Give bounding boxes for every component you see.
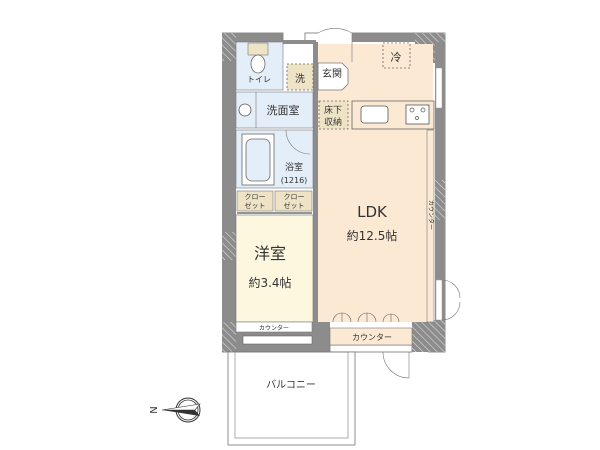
kitchen-counter (351, 100, 435, 130)
compass-north-label: N (149, 406, 160, 413)
toilet-label: トイレ (247, 75, 271, 84)
ldk-right-counter: カウンター (426, 129, 435, 323)
bathroom-label: 浴室 (285, 161, 303, 173)
fridge-label: 冷 (391, 51, 402, 64)
wash-basin-icon (238, 103, 252, 117)
ldk-bottom-counter: カウンター (329, 279, 461, 379)
bathtub-icon (245, 138, 271, 182)
bathroom-size: (1216) (281, 176, 308, 185)
western-room-label: 洋室 (254, 244, 286, 263)
closet-2-label-b: ゼット (284, 201, 305, 210)
washroom-label: 洗面室 (267, 103, 300, 117)
room-western: 洋室 約3.4帖 カウンター (235, 214, 314, 333)
bottom-counter-label: カウンター (352, 333, 392, 342)
washer-label: 洗 (295, 73, 305, 85)
sink-icon (360, 105, 389, 124)
closet-1-label-a: クロー (245, 193, 266, 201)
entrance-label: 玄関 (322, 67, 342, 80)
ldk-label: LDK (357, 203, 388, 221)
underfloor-storage: 床下 収納 (318, 100, 349, 130)
entrance-door[interactable] (317, 28, 353, 34)
toilet-icon (250, 54, 266, 74)
balcony-label: バルコニー (266, 379, 316, 391)
western-room-size: 約3.4帖 (248, 275, 291, 290)
ldk-size: 約12.5帖 (347, 228, 398, 243)
balcony: バルコニー (227, 351, 356, 446)
closets: クロー ゼット クロー ゼット (236, 190, 313, 214)
room-bathroom: 浴室 (1216) (235, 129, 314, 189)
compass-icon: N (149, 397, 201, 423)
storage-label-1: 床下 (324, 104, 342, 116)
right-counter-label: カウンター (427, 200, 435, 230)
balcony-door[interactable] (382, 351, 410, 379)
western-counter-label: カウンター (259, 324, 289, 332)
room-entrance: 玄関 (317, 28, 353, 91)
closet-2-label-a: クロー (284, 193, 305, 201)
stove-icon (405, 104, 430, 125)
room-toilet: トイレ (235, 41, 284, 91)
closet-1-label-b: ゼット (245, 201, 266, 210)
washer-space: 洗 (286, 63, 314, 91)
fridge-space: 冷 (382, 42, 411, 69)
window-door (441, 279, 461, 321)
storage-label-2: 収納 (324, 116, 342, 128)
room-washroom: 洗面室 (235, 91, 314, 129)
